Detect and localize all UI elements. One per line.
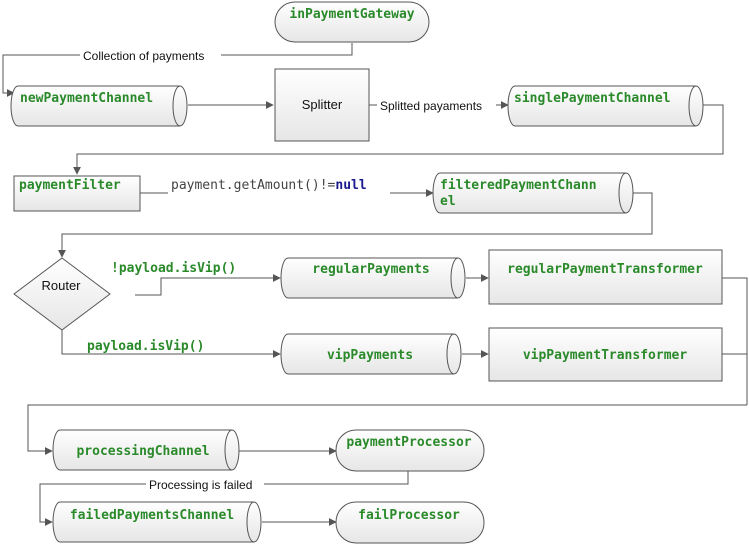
node-new-payment-channel-label: newPaymentChannel — [20, 91, 153, 106]
edge-labels: Collection of payments Splitted payament… — [80, 48, 496, 492]
edge-router-to-vip — [61, 329, 281, 358]
edge-filtered-channel-to-router — [58, 192, 653, 258]
label-filter-expression: payment.getAmount()!=null — [171, 178, 367, 193]
node-regular-payment-transformer[interactable]: regularPaymentTransformer — [488, 249, 723, 305]
node-splitter-label: Splitter — [302, 97, 343, 112]
edge-transformers-to-processing-channel — [27, 404, 747, 455]
node-splitter[interactable]: Splitter — [274, 68, 370, 142]
node-in-payment-gateway-label: inPaymentGateway — [289, 7, 414, 22]
label-splitted-payaments: Splitted payaments — [380, 99, 482, 113]
label-is-vip: payload.isVip() — [87, 339, 204, 354]
edge-regular-transformer-out — [722, 277, 748, 405]
node-filtered-payment-channel[interactable]: filteredPaymentChann el — [432, 172, 634, 214]
node-processing-channel[interactable]: processingChannel — [52, 429, 240, 471]
node-filtered-payment-channel-label-line1: filteredPaymentChann — [440, 178, 597, 193]
edge-processor-to-failed-channel — [39, 471, 409, 526]
edge-gateway-to-new-channel — [2, 43, 353, 97]
filter-expression-code: payment.getAmount()!= — [171, 178, 336, 193]
node-regular-payments-label: regularPayments — [312, 262, 429, 277]
node-single-payment-channel-label: singlePaymentChannel — [514, 91, 671, 106]
node-payment-filter-label: paymentFilter — [19, 178, 121, 193]
node-vip-payments-label: vipPayments — [327, 348, 413, 363]
edge-single-channel-to-filter — [73, 104, 724, 175]
label-not-vip: !payload.isVip() — [111, 261, 236, 276]
node-single-payment-channel[interactable]: singlePaymentChannel — [507, 85, 704, 127]
node-payment-processor[interactable]: paymentProcessor — [335, 429, 485, 472]
nodes: inPaymentGateway newPaymentChannel Split… — [10, 1, 723, 544]
node-vip-payments[interactable]: vipPayments — [280, 333, 462, 375]
node-failed-payments-channel[interactable]: failedPaymentsChannel — [52, 501, 262, 543]
node-in-payment-gateway[interactable]: inPaymentGateway — [274, 1, 430, 43]
node-new-payment-channel[interactable]: newPaymentChannel — [10, 85, 188, 127]
node-filtered-payment-channel-label-line2: el — [440, 194, 456, 209]
node-vip-payment-transformer[interactable]: vipPaymentTransformer — [488, 327, 723, 382]
node-fail-processor[interactable]: failProcessor — [335, 501, 485, 544]
filter-expression-null: null — [335, 178, 366, 193]
node-payment-filter[interactable]: paymentFilter — [13, 175, 141, 212]
edge-router-to-regular — [135, 274, 281, 296]
label-collection-of-payments: Collection of payments — [83, 49, 204, 63]
node-payment-processor-label: paymentProcessor — [346, 435, 471, 450]
node-regular-payments[interactable]: regularPayments — [280, 257, 466, 299]
node-vip-payment-transformer-label: vipPaymentTransformer — [523, 348, 688, 363]
node-regular-payment-transformer-label: regularPaymentTransformer — [507, 262, 703, 277]
node-failed-payments-channel-label: failedPaymentsChannel — [70, 508, 234, 523]
node-router-label: Router — [41, 278, 81, 293]
node-processing-channel-label: processingChannel — [76, 444, 209, 459]
label-processing-failed: Processing is failed — [149, 478, 252, 492]
node-fail-processor-label: failProcessor — [358, 508, 460, 523]
node-router[interactable]: Router — [13, 257, 111, 331]
